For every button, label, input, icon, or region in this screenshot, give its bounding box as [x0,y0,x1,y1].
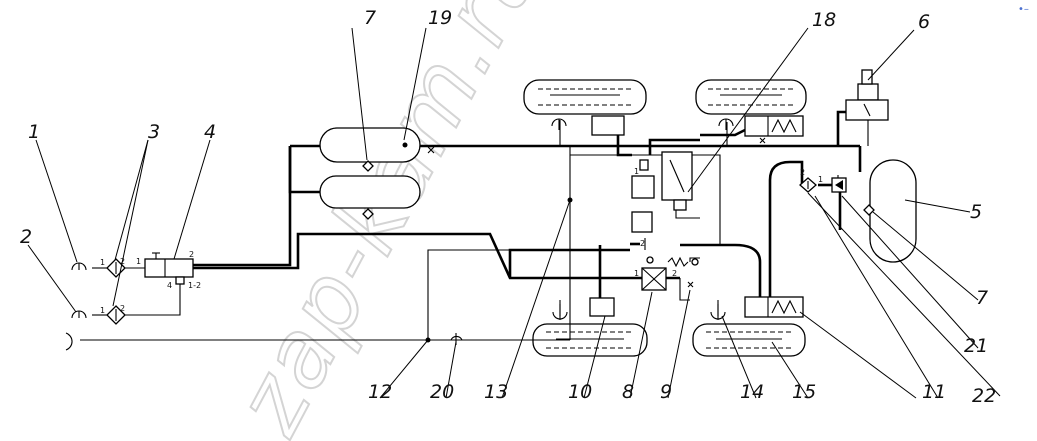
coupling-head-20 [450,333,463,345]
port-mark: 2 [800,168,805,177]
brake-valve-assembly [631,151,693,233]
air-receiver-vertical [863,159,917,263]
port-mark: 2 [640,239,645,248]
port-mark: 1-2 [188,281,201,290]
callout-6: 6 [918,11,930,33]
control-valve-6 [845,69,889,121]
port-mark: 4 [167,281,172,290]
cock-mark [427,146,435,154]
callout-11: 11 [922,381,946,403]
callout-22: 22 [972,385,996,407]
cock-mark-9 [687,281,694,288]
coupling-head-1 [71,262,87,271]
callout-leaders [27,27,1001,399]
callout-21: 21 [964,335,988,357]
port-mark: 1 [634,269,639,278]
drain-valve-upper [362,160,374,172]
line-filter-lower [106,305,126,325]
wheel-front-right [695,79,807,115]
callout-10: 10 [568,381,592,403]
callout-4: 4 [204,121,216,143]
leader-dot [567,197,573,203]
callout-5: 5 [970,201,982,223]
spring-brake-chamber-front-right [744,115,804,137]
callout-2: 2 [20,226,32,248]
air-receiver-upper [319,127,421,163]
brake-force-regulator-8 [641,256,699,291]
coupling-head-open [65,332,73,351]
port-mark: 2 [672,269,677,278]
callout-7-top: 7 [364,7,376,29]
port-mark: 1 [634,167,639,176]
port-mark: 1 [818,175,823,184]
callout-7-right: 7 [976,287,988,309]
cock-mark-front [759,137,766,144]
port-mark: 2 [120,304,125,313]
callout-15: 15 [792,381,816,403]
brake-chamber-rear-left-10 [589,297,615,317]
callout-20: 20 [430,381,454,403]
sensor-front-left [551,118,567,130]
brake-valve-4 [144,252,194,285]
port-mark: 2 [189,250,194,259]
callout-14: 14 [740,381,764,403]
drain-valve-lower [362,208,374,220]
callout-3: 3 [148,121,160,143]
protective-valve-22 [799,177,817,193]
port-mark: 1 [100,306,105,315]
leader-dot [425,337,431,343]
sensor-rear-right [710,304,726,320]
callout-19: 19 [428,7,452,29]
check-valve-21 [831,177,847,193]
watermark: zap-kam.ru [214,0,563,441]
corner-mark: •– [1018,4,1029,15]
callout-1: 1 [28,121,40,143]
coupling-head-2 [71,310,87,319]
callout-18: 18 [812,9,836,31]
brake-chamber-front-left [591,115,625,136]
wheel-front-left [523,79,647,115]
spring-brake-chamber-rear-right-11 [744,296,804,318]
callout-9: 9 [660,381,672,403]
callout-13: 13 [484,381,508,403]
callout-8: 8 [622,381,634,403]
port-mark: 1 [100,258,105,267]
wheel-rear-right [692,323,806,357]
sensor-rear-left [552,304,568,320]
port-mark: 1 [136,257,141,266]
callout-labels: 1 2 3 4 5 6 7 7 8 9 10 11 12 13 14 15 18… [20,7,996,407]
sensor-front-right [718,118,734,130]
air-receiver-lower [319,175,421,209]
callout-12: 12 [368,381,392,403]
